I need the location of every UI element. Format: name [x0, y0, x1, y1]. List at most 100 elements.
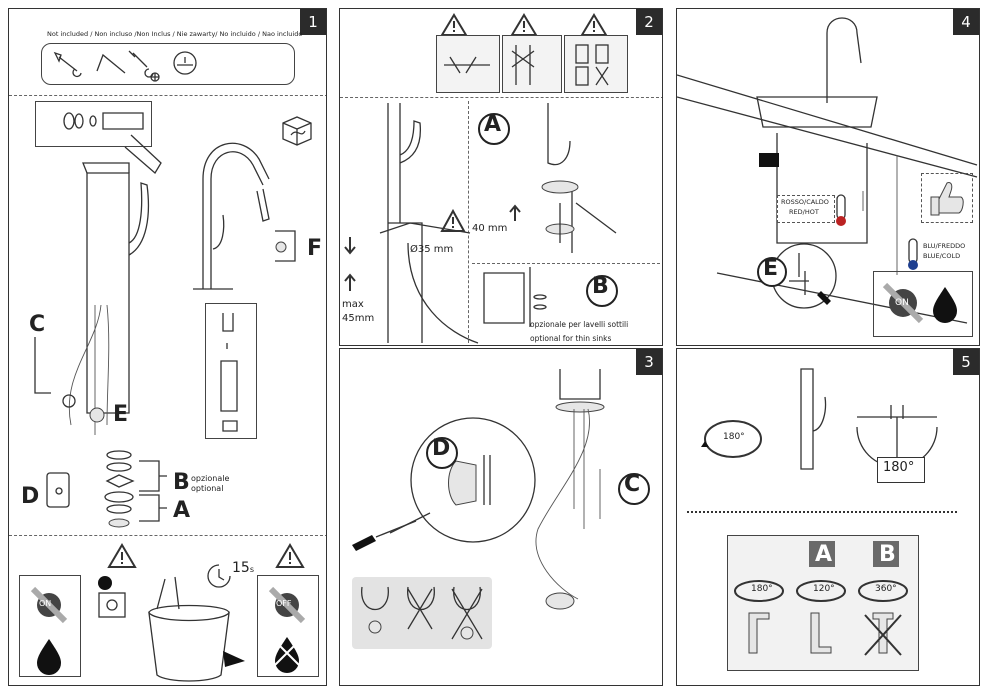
arrow-up [509, 204, 521, 221]
hose-detail [220, 313, 238, 432]
box-icon [282, 116, 312, 146]
f-bracket [275, 230, 296, 262]
thermo-cold-icon [908, 238, 918, 270]
max-text: max [342, 299, 364, 310]
washers [104, 450, 135, 528]
label-c: C [29, 312, 46, 337]
spray-detail-box [35, 101, 152, 147]
under-sink-drawing [535, 369, 605, 610]
opzionale-text: opzionale [191, 474, 230, 483]
spray-detail [63, 112, 144, 130]
dotted-divider [687, 511, 957, 513]
panel-3: 3 D C [339, 348, 663, 686]
warning-box-1 [436, 35, 500, 93]
step-number: 5 [953, 349, 979, 375]
not-included-text: Not included / Non incluso /Non Inclus /… [47, 30, 303, 38]
step-number: 4 [953, 9, 979, 35]
circle-d [426, 437, 458, 469]
faucet-install-drawing [379, 103, 479, 344]
part-d [46, 472, 70, 508]
faucet-pullout-drawing [193, 142, 270, 290]
divider [9, 535, 326, 536]
timer-unit: s [249, 565, 254, 574]
panel-4: 4 ROSSO/CALDO RED/HOT BLU/FREDDO BLUE/CO… [676, 8, 980, 346]
panel-5: 5 180° 180° A B 180° 120° 360° [676, 348, 980, 686]
bucket-drawing [148, 576, 245, 682]
max-value: 45mm [342, 313, 375, 324]
timer-value: 15s [232, 560, 254, 576]
warning-icon [107, 543, 137, 568]
warning-icon-2 [275, 543, 305, 568]
on-label: ON [39, 599, 52, 608]
divider [9, 95, 326, 96]
thermo-hot-icon [836, 194, 846, 226]
label-c: C [624, 472, 641, 497]
step-number: 2 [636, 9, 662, 35]
screwdriver-icon [352, 520, 417, 551]
label-a: A [484, 112, 502, 137]
off-icon [268, 586, 306, 673]
faucet-a-drawing [541, 103, 617, 253]
divider [340, 97, 662, 98]
badge-b [873, 541, 899, 567]
timer-icon [207, 564, 231, 588]
label-b: B [879, 542, 896, 567]
thumbs-up-icon [930, 182, 964, 216]
divider [472, 263, 660, 264]
label-b: B [592, 274, 609, 299]
steps-icons [361, 586, 483, 640]
key-icon [98, 576, 126, 618]
warning-icons [440, 13, 608, 36]
label-a: A [815, 542, 833, 567]
diameter-text: Ø35 mm [410, 244, 454, 255]
badge-a [809, 541, 835, 567]
thin-sink-drawing [483, 267, 547, 327]
circle-e [757, 257, 787, 287]
timer-number: 15 [232, 560, 250, 576]
hose-detail-box [205, 303, 257, 439]
off-label: OFF [276, 599, 292, 608]
label-d: D [21, 484, 40, 509]
variant-rings [734, 580, 908, 656]
variant-text-1: 180° [751, 584, 773, 594]
step-number: 1 [300, 9, 326, 35]
on-box [19, 575, 81, 677]
braces [139, 460, 167, 522]
variant-text-3: 360° [875, 584, 897, 594]
sink-drawing [677, 17, 978, 324]
circle-a [478, 113, 510, 145]
hot-it: ROSSO/CALDO [781, 198, 829, 206]
rotation-icon-1 [701, 420, 762, 458]
circle-b [586, 275, 618, 307]
height-text: 40 mm [472, 223, 508, 234]
tools-icons [53, 50, 197, 82]
label-d: D [432, 436, 451, 461]
label-e: E [763, 256, 779, 281]
warning-box-2 [502, 35, 562, 93]
warning-icon-small [440, 208, 466, 232]
on-icon [30, 586, 68, 675]
off-box [257, 575, 319, 677]
optional-thin-it: opzionale per lavelli sottili [530, 320, 629, 329]
rotation-box [877, 457, 925, 483]
on-drop-icon [882, 282, 957, 324]
arrows-down-up [344, 237, 356, 291]
on-label: ON [895, 298, 909, 308]
divider [468, 101, 469, 343]
label-a: A [173, 498, 191, 523]
tools-box [41, 43, 295, 85]
on-box [873, 271, 973, 337]
hose-c [34, 337, 76, 408]
thumbs-box [921, 173, 973, 223]
rotation-box-text: 180° [883, 460, 915, 475]
optional-text: optional [191, 484, 224, 493]
optional-thin-en: optional for thin sinks [530, 334, 612, 343]
step-number: 3 [636, 349, 662, 375]
hot-en: RED/HOT [789, 208, 819, 216]
warning-details [444, 44, 609, 86]
cold-en: BLUE/COLD [923, 252, 961, 260]
circle-detail [389, 417, 536, 543]
panel-2: 2 Ø35 mm max 45mm A 40 mm [339, 8, 663, 346]
variant-text-2: 120° [813, 584, 835, 594]
panel-1: 1 Not included / Non incluso /Non Inclus… [8, 8, 327, 686]
